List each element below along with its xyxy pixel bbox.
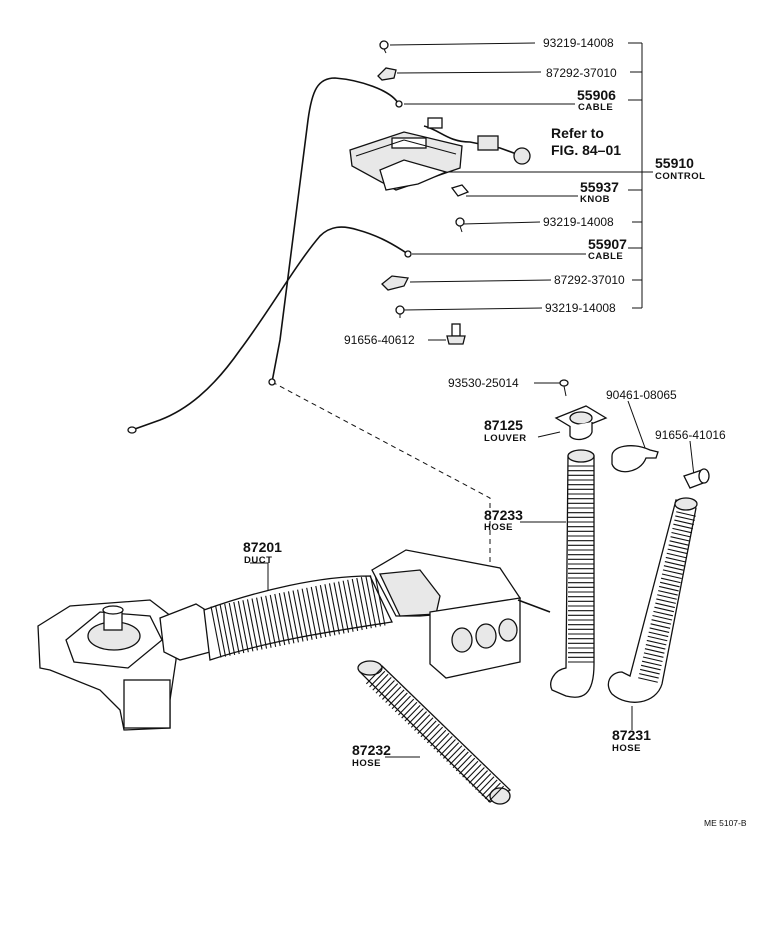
screw-93530 (559, 379, 569, 397)
label-91656-40612: 91656-40612 (344, 333, 415, 347)
label-93219-14008-lower: 93219-14008 (545, 301, 616, 315)
label-87232: 87232 (352, 742, 391, 758)
label-90461-08065: 90461-08065 (606, 388, 677, 402)
screw-93219-mid (455, 217, 465, 233)
refer-line-2: FIG. 84–01 (551, 142, 621, 158)
drawing-code: ME 5107-B (704, 818, 747, 828)
label-87292-37010-lower: 87292-37010 (554, 273, 625, 287)
cable-55907 (127, 226, 412, 434)
label-55910: 55910 (655, 155, 694, 171)
caption-87125-louver: LOUVER (484, 433, 527, 444)
label-93530-25014: 93530-25014 (448, 376, 519, 390)
screw-93219-top (379, 40, 389, 54)
hose-87233 (550, 449, 595, 698)
screw-93219-lower (395, 305, 405, 318)
label-87201: 87201 (243, 539, 282, 555)
caption-55907-cable: CABLE (588, 251, 623, 262)
label-87233: 87233 (484, 507, 523, 523)
label-55906: 55906 (577, 87, 616, 103)
caption-87201-duct: DUCT (244, 555, 272, 566)
knob-55937 (450, 184, 470, 197)
small-fasteners (377, 40, 710, 489)
label-87125: 87125 (484, 417, 523, 433)
label-55937: 55937 (580, 179, 619, 195)
hose-87231 (607, 497, 698, 703)
cable-55906 (268, 77, 403, 386)
label-93219-14008-mid: 93219-14008 (543, 215, 614, 229)
clamp-90461 (611, 445, 659, 473)
clip-87292-top (377, 67, 397, 81)
label-87231: 87231 (612, 727, 651, 743)
caption-55937-knob: KNOB (580, 194, 610, 205)
louver-87125 (554, 405, 608, 441)
label-93219-14008-top: 93219-14008 (543, 36, 614, 50)
control-assembly-55910 (349, 117, 531, 191)
leader-lines (250, 42, 695, 758)
caption-87231-hose: HOSE (612, 743, 641, 754)
label-91656-41016: 91656-41016 (655, 428, 726, 442)
callout-labels: 93219-14008 87292-37010 55906 CABLE Refe… (243, 36, 747, 828)
bolt-91656-40612 (446, 323, 466, 345)
hose-87232 (357, 660, 512, 805)
duct-87201 (37, 549, 551, 731)
bolt-91656-41016 (683, 468, 710, 489)
label-55907: 55907 (588, 236, 627, 252)
caption-55910-control: CONTROL (655, 171, 705, 182)
caption-87233-hose: HOSE (484, 522, 513, 533)
clip-87292-lower (381, 275, 409, 291)
label-87292-37010-top: 87292-37010 (546, 66, 617, 80)
caption-87232-hose: HOSE (352, 758, 381, 769)
refer-line-1: Refer to (551, 125, 604, 141)
caption-55906-cable: CABLE (578, 102, 613, 113)
